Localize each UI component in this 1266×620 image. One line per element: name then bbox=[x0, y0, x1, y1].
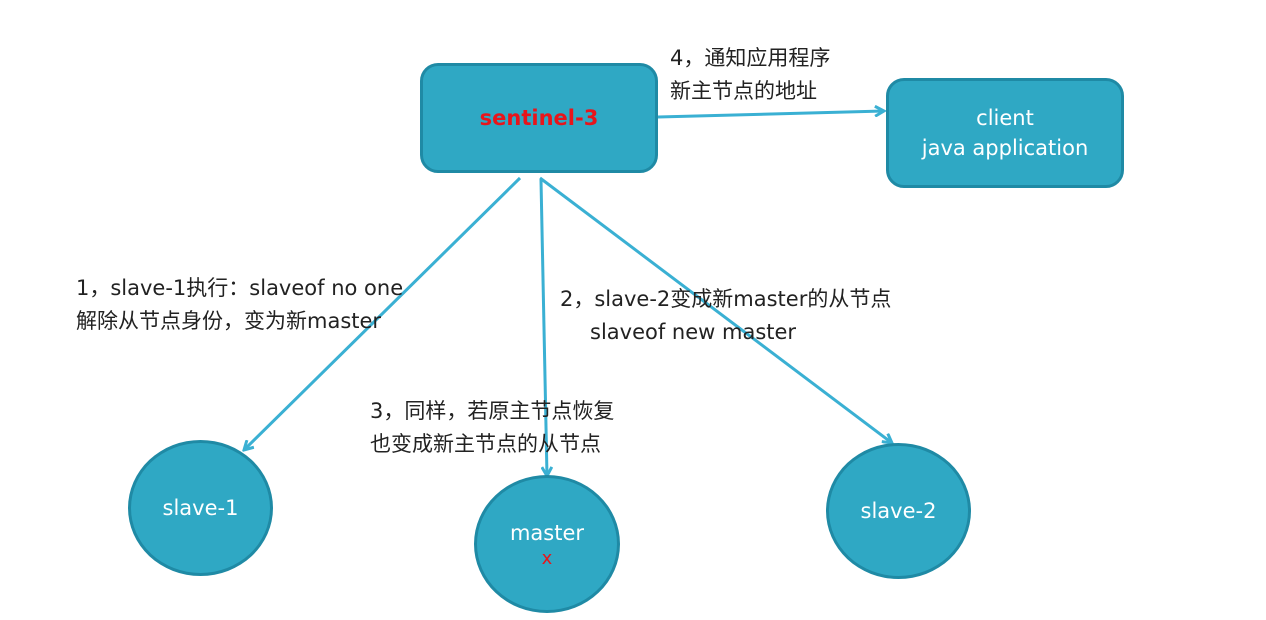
client-label: client bbox=[976, 105, 1034, 130]
arrow-sentinel-to-client bbox=[657, 111, 884, 119]
step-3-line-1: 3，同样，若原主节点恢复 bbox=[370, 399, 615, 423]
arrow-sentinel-to-slave1 bbox=[244, 176, 522, 450]
master-label: master bbox=[509, 520, 585, 545]
client-node: client java application bbox=[886, 78, 1124, 188]
step-1-line-1: 1，slave-1执行：slaveof no one bbox=[76, 276, 404, 300]
sentinel-3-node: sentinel-3 bbox=[420, 63, 658, 173]
step-2-annotation: 2，slave-2变成新master的从节点 slaveof new maste… bbox=[560, 283, 891, 349]
step-4-line-1: 4，通知应用程序 bbox=[670, 46, 831, 70]
slave-2-label: slave-2 bbox=[860, 498, 937, 523]
step-2-line-1: 2，slave-2变成新master的从节点 bbox=[560, 287, 892, 311]
slave-1-label: slave-1 bbox=[162, 495, 239, 520]
master-node: master x bbox=[474, 475, 620, 613]
client-app-label: java application bbox=[921, 136, 1089, 160]
step-4-line-2: 新主节点的地址 bbox=[670, 79, 817, 103]
master-failed-mark: x bbox=[541, 548, 553, 570]
step-2-line-2: slaveof new master bbox=[590, 320, 797, 344]
step-1-line-2: 解除从节点身份，变为新master bbox=[76, 309, 382, 333]
arrow-sentinel-to-master bbox=[539, 179, 547, 476]
step-4-annotation: 4，通知应用程序 新主节点的地址 bbox=[670, 42, 830, 108]
sentinel-3-label: sentinel-3 bbox=[479, 105, 599, 130]
slave-1-node: slave-1 bbox=[128, 440, 273, 576]
step-1-annotation: 1，slave-1执行：slaveof no one 解除从节点身份，变为新ma… bbox=[76, 272, 403, 338]
slave-2-node: slave-2 bbox=[826, 443, 971, 579]
arrow-sentinel-to-slave2 bbox=[539, 176, 892, 443]
step-3-annotation: 3，同样，若原主节点恢复 也变成新主节点的从节点 bbox=[370, 395, 614, 461]
step-3-line-2: 也变成新主节点的从节点 bbox=[370, 432, 601, 456]
